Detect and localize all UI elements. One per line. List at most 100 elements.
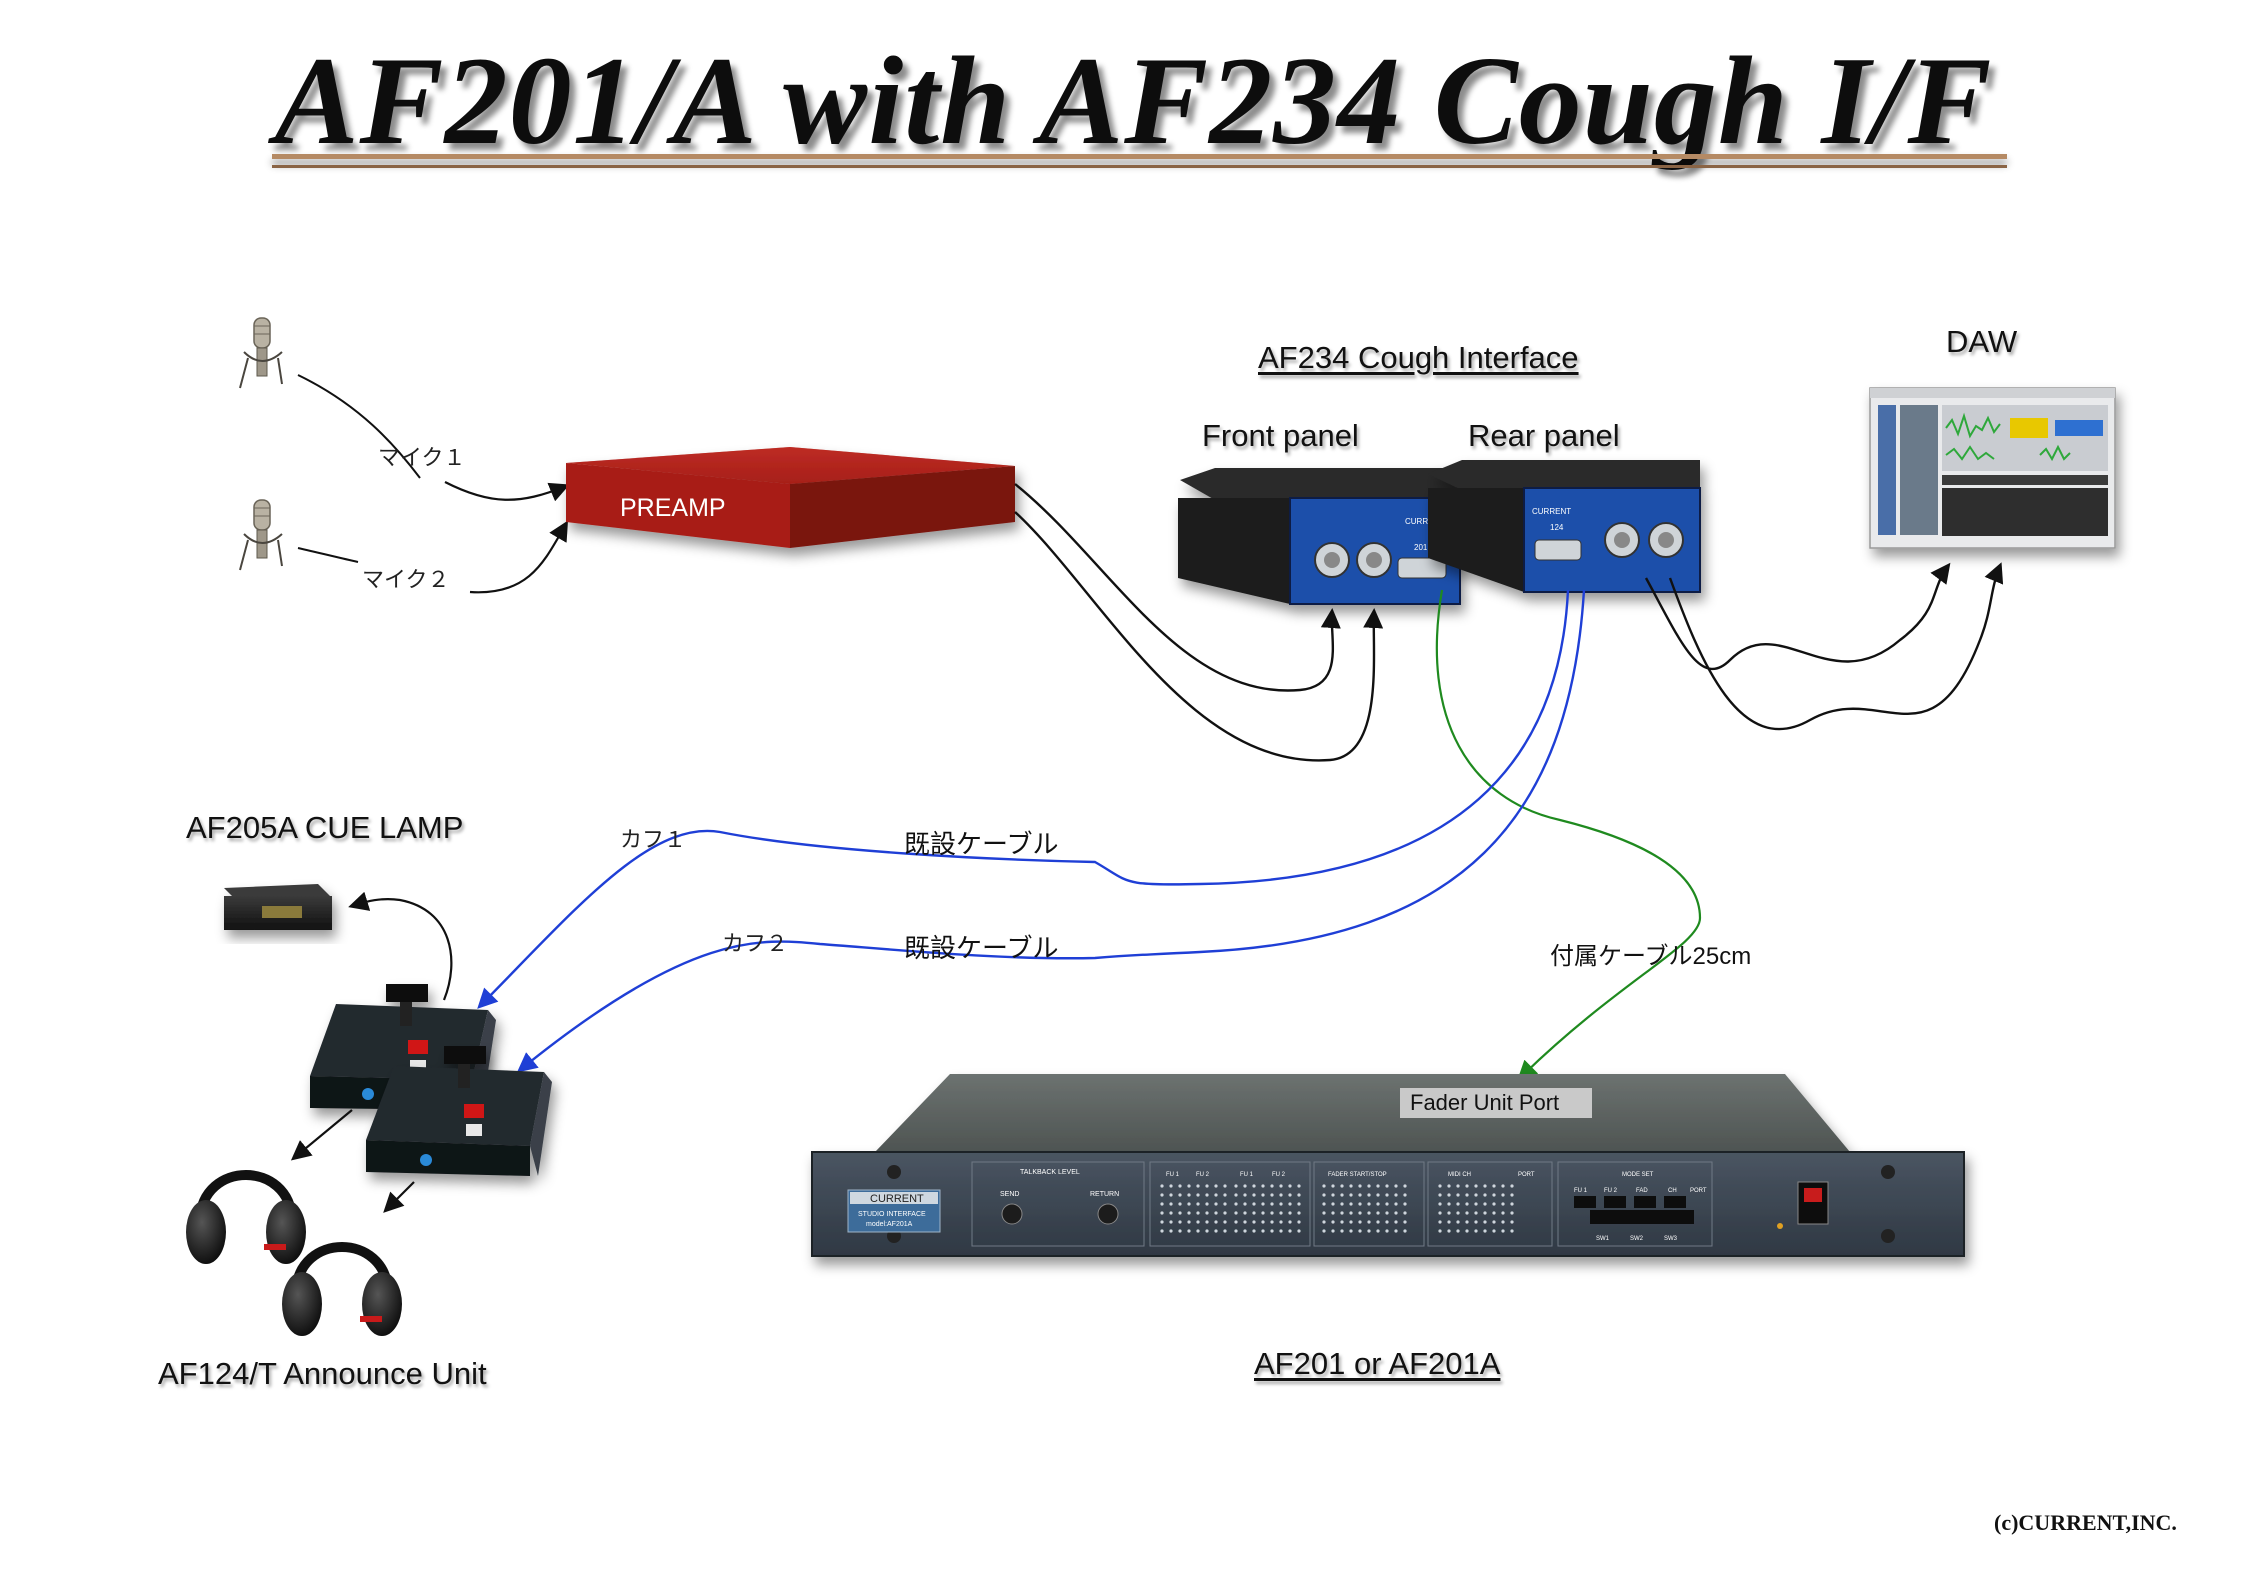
panel-led-dot	[1438, 1193, 1442, 1197]
panel-led-dot	[1447, 1220, 1451, 1224]
panel-led-dot	[1483, 1211, 1487, 1215]
panel-led-dot	[1205, 1211, 1209, 1215]
panel-led-dot	[1252, 1220, 1256, 1224]
panel-led-dot	[1376, 1211, 1380, 1215]
panel-led-dot	[1160, 1184, 1164, 1188]
panel-led-dot	[1223, 1229, 1227, 1233]
daw-cable-1	[1644, 562, 1951, 671]
af234-rear-port-label: 124	[1550, 523, 1564, 532]
mic1-cable	[297, 374, 421, 479]
panel-led-dot	[1196, 1193, 1200, 1197]
panel-led-dot	[1288, 1184, 1292, 1188]
panel-led-dot	[1465, 1202, 1469, 1206]
panel-led-dot	[1223, 1184, 1227, 1188]
rear-panel-label: Rear panel	[1468, 418, 1620, 453]
panel-led-dot	[1376, 1220, 1380, 1224]
panel-led-dot	[1214, 1211, 1218, 1215]
title-underline-2	[272, 165, 2007, 168]
cough1-label: カフ１	[620, 827, 687, 852]
daw-cable-2	[1668, 562, 2004, 731]
fader-unit-port-box	[1400, 1088, 1592, 1118]
panel-led-dot	[1394, 1193, 1398, 1197]
af201-return: RETURN	[1090, 1191, 1119, 1198]
panel-led-dot	[1376, 1229, 1380, 1233]
panel-led-dot	[1261, 1220, 1265, 1224]
mic1-cable-to-preamp	[444, 481, 570, 502]
panel-led-dot	[1243, 1211, 1247, 1215]
panel-led-dot	[1501, 1184, 1505, 1188]
daw-screenshot	[1869, 387, 2116, 549]
panel-led-dot	[1492, 1184, 1496, 1188]
panel-led-dot	[1438, 1184, 1442, 1188]
announce-to-headphone-1	[290, 1109, 353, 1161]
af201-mode-key-fu2: FU 2	[1604, 1188, 1618, 1194]
microphone-1-icon	[239, 317, 283, 389]
panel-led-dot	[1474, 1193, 1478, 1197]
cue-lamp-box	[224, 884, 332, 930]
panel-led-dot	[1367, 1193, 1371, 1197]
panel-led-dot	[1394, 1211, 1398, 1215]
diagram-title: AF201/A with AF234 Cough I/F	[274, 32, 1993, 171]
panel-led-dot	[1358, 1220, 1362, 1224]
microphone-2-icon	[239, 499, 283, 571]
panel-led-dot	[1465, 1220, 1469, 1224]
panel-led-dot	[1403, 1184, 1407, 1188]
panel-led-dot	[1385, 1229, 1389, 1233]
panel-led-dot	[1456, 1184, 1460, 1188]
panel-led-dot	[1169, 1202, 1173, 1206]
panel-led-dot	[1385, 1184, 1389, 1188]
panel-led-dot	[1214, 1193, 1218, 1197]
mic1-label: マイク１	[378, 445, 466, 470]
panel-led-dot	[1288, 1229, 1292, 1233]
af201-mode-key-fu1: FU 1	[1574, 1188, 1588, 1194]
panel-led-dot	[1261, 1193, 1265, 1197]
panel-led-dot	[1394, 1220, 1398, 1224]
af201-model-line2: model:AF201A	[866, 1221, 913, 1228]
panel-led-dot	[1322, 1184, 1326, 1188]
panel-led-dot	[1474, 1229, 1478, 1233]
panel-led-dot	[1483, 1220, 1487, 1224]
af201-rack-unit	[811, 1074, 1965, 1257]
panel-led-dot	[1501, 1193, 1505, 1197]
panel-led-dot	[1169, 1184, 1173, 1188]
panel-led-dot	[1349, 1229, 1353, 1233]
panel-led-dot	[1270, 1220, 1274, 1224]
panel-led-dot	[1178, 1211, 1182, 1215]
panel-led-dot	[1187, 1184, 1191, 1188]
panel-led-dot	[1340, 1193, 1344, 1197]
panel-led-dot	[1223, 1211, 1227, 1215]
panel-led-dot	[1438, 1220, 1442, 1224]
panel-led-dot	[1403, 1211, 1407, 1215]
panel-led-dot	[1492, 1229, 1496, 1233]
panel-led-dot	[1178, 1220, 1182, 1224]
panel-led-dot	[1223, 1193, 1227, 1197]
panel-led-dot	[1288, 1193, 1292, 1197]
af234-front-brand: CURRENT	[1405, 517, 1444, 526]
mic2-label: マイク２	[362, 567, 450, 592]
panel-led-dot	[1322, 1229, 1326, 1233]
panel-led-dot	[1270, 1202, 1274, 1206]
af201-header-fu1-a: FU 1	[1166, 1172, 1180, 1178]
panel-led-dot	[1349, 1193, 1353, 1197]
panel-led-dot	[1474, 1202, 1478, 1206]
panel-led-dot	[1322, 1211, 1326, 1215]
panel-led-dot	[1331, 1202, 1335, 1206]
panel-led-dot	[1178, 1202, 1182, 1206]
panel-led-dot	[1196, 1211, 1200, 1215]
panel-led-dot	[1243, 1220, 1247, 1224]
panel-led-dot	[1234, 1220, 1238, 1224]
panel-led-dot	[1196, 1184, 1200, 1188]
panel-led-dot	[1243, 1193, 1247, 1197]
cough2-label: カフ２	[722, 931, 789, 956]
panel-led-dot	[1234, 1202, 1238, 1206]
af201-sw3: SW3	[1664, 1236, 1678, 1242]
panel-led-dot	[1492, 1193, 1496, 1197]
panel-led-dot	[1456, 1202, 1460, 1206]
panel-led-dot	[1223, 1220, 1227, 1224]
af234-rear-unit: CURRENT 124	[1428, 460, 1701, 593]
panel-led-dot	[1385, 1220, 1389, 1224]
panel-led-dot	[1243, 1202, 1247, 1206]
panel-led-dot	[1403, 1202, 1407, 1206]
